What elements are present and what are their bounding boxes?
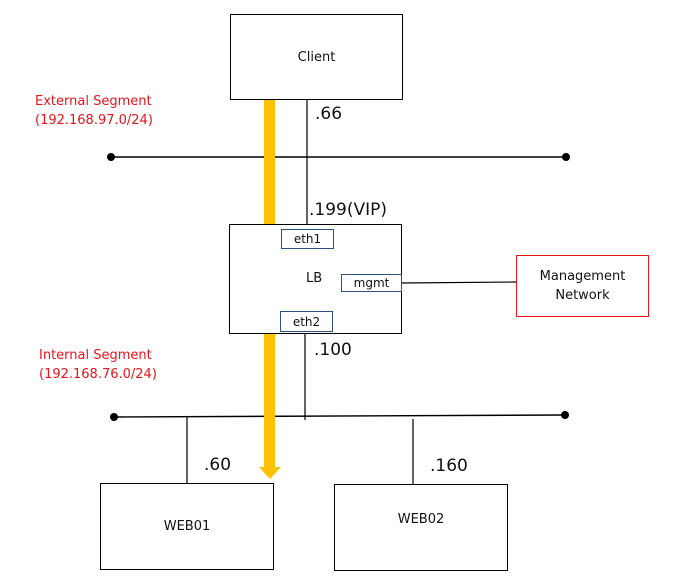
eth2-label: eth2 — [292, 314, 321, 329]
client-ip-label: .66 — [315, 104, 343, 124]
external-segment-label: External Segment (192.168.97.0/24) — [35, 92, 153, 130]
mgmt-interface[interactable]: mgmt — [341, 274, 402, 292]
lb-label: LB — [306, 271, 323, 286]
web02-ip-label: .160 — [430, 456, 468, 476]
management-label-line2: Network — [555, 288, 610, 303]
external-segment-cidr: (192.168.97.0/24) — [35, 113, 153, 128]
internal-bus-endpoint-right — [561, 411, 569, 419]
internal-segment-bus — [113, 414, 566, 418]
eth2-interface[interactable]: eth2 — [280, 311, 333, 332]
traffic-flow-arrow-head — [259, 467, 281, 479]
eth1-interface[interactable]: eth1 — [281, 229, 334, 249]
eth1-label: eth1 — [293, 232, 322, 246]
client-label: Client — [297, 49, 336, 65]
external-segment-name: External Segment — [35, 94, 152, 109]
internal-segment-name: Internal Segment — [39, 348, 152, 363]
mgmt-label: mgmt — [353, 276, 390, 290]
management-network-node[interactable]: Management Network — [516, 255, 649, 317]
web01-ip-label: .60 — [204, 455, 232, 475]
web01-label: WEB01 — [163, 519, 211, 534]
lb-internal-ip-label: .100 — [314, 340, 352, 360]
web01-node[interactable]: WEB01 — [100, 483, 274, 570]
web02-node[interactable]: WEB02 — [334, 484, 508, 571]
internal-segment-label: Internal Segment (192.168.76.0/24) — [39, 346, 157, 384]
management-label-line1: Management — [539, 269, 626, 284]
external-bus-endpoint-right — [562, 153, 570, 161]
web02-label: WEB02 — [397, 512, 445, 527]
internal-bus-endpoint-left — [110, 413, 118, 421]
client-node[interactable]: Client — [230, 14, 403, 100]
mgmt-link — [400, 281, 517, 284]
internal-segment-cidr: (192.168.76.0/24) — [39, 367, 157, 382]
lb-vip-label: .199(VIP) — [309, 200, 388, 220]
external-bus-endpoint-left — [107, 153, 115, 161]
